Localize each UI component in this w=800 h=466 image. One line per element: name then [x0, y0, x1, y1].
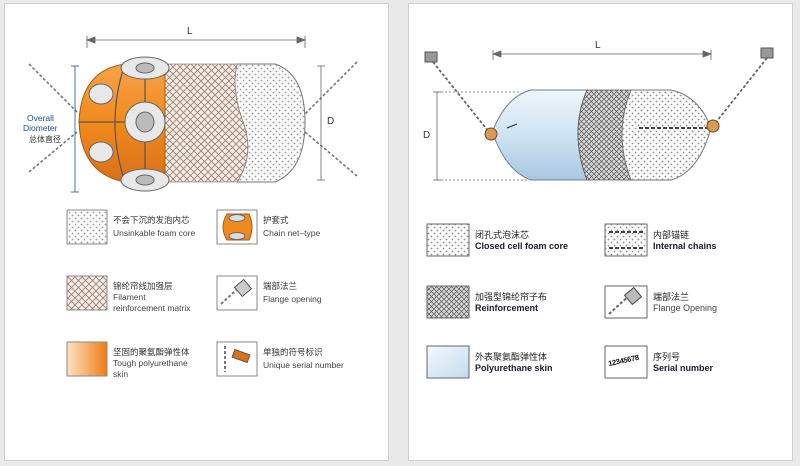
swatch-serial-number: [216, 341, 258, 377]
tyre-center: [124, 101, 166, 143]
right-fender-diagram: [424, 47, 774, 379]
overall-diameter-cn: 总体直径: [29, 135, 61, 144]
legend-closed-cell-cn: 闭孔式泡沫芯: [475, 230, 530, 240]
legend-reinforcement-en-2: reinforcement matrix: [113, 303, 191, 313]
right-left-chain: [432, 61, 490, 133]
legend-reinforcement-right-en: Reinforcement: [475, 303, 539, 313]
legend-reinforcement-en-1: Filament: [113, 292, 146, 302]
swatch-polyurethane-skin-right: [426, 345, 470, 379]
swatch-reinforcement: [66, 275, 108, 311]
right-panel: L D 12345678 闭孔式泡沫芯 Closed cell foam cor…: [408, 3, 793, 461]
overall-diameter-line: [71, 65, 79, 193]
swatch-internal-chains: [604, 223, 648, 257]
legend-skin-en-2: skin: [113, 369, 129, 379]
legend-foam-core-en: Unsinkable foam core: [113, 228, 196, 238]
legend-serial-cn: 单独的符号标识: [263, 347, 323, 357]
tyre-bottom-left: [120, 168, 170, 192]
legend-skin-en-1: Tough polyurethane: [113, 358, 188, 368]
legend-foam-core-cn: 不会下沉的发泡内芯: [113, 215, 190, 225]
swatch-polyurethane-skin: [66, 341, 108, 377]
legend-reinforcement-right-cn: 加强型锦纶帘子布: [475, 292, 548, 302]
tyre-mid-left: [88, 83, 114, 163]
left-chain-shackle: [424, 51, 438, 63]
swatch-closed-cell-foam: [426, 223, 470, 257]
diameter-label: D: [327, 116, 335, 127]
swatch-chain-net-type: [216, 209, 258, 245]
swatch-foam-core: [66, 209, 108, 245]
legend-flange-cn: 端部法兰: [263, 281, 298, 291]
legend-skin-cn: 坚固的聚氨酯弹性体: [113, 347, 190, 357]
left-chain: [28, 63, 78, 173]
legend-flange-right-en: Flange Opening: [653, 303, 718, 313]
length-label: L: [187, 26, 193, 37]
skin-section: [492, 89, 588, 181]
legend-flange-en: Flange opening: [263, 294, 322, 304]
legend-flange-right-cn: 端部法兰: [653, 292, 690, 302]
overall-diameter-en-2: Diometer: [23, 123, 58, 133]
legend-serial-en: Unique serial number: [263, 360, 344, 370]
swatch-reinforcement-right: [426, 285, 470, 319]
legend-serial-right-cn: 序列号: [653, 352, 681, 362]
left-fender-diagram: [28, 36, 358, 377]
right-chain-shackle: [760, 47, 774, 59]
legend-reinforcement-cn: 锦纶帘线加强层: [113, 281, 173, 291]
overall-diameter-en-1: Overall: [27, 113, 54, 123]
right-diameter-label: D: [423, 130, 431, 141]
legend-serial-right-en: Serial number: [653, 363, 714, 373]
legend-skin-right-cn: 外表聚氨酯弹性体: [475, 352, 548, 362]
serial-mark: [506, 123, 518, 129]
swatch-serial-number-right: [604, 345, 648, 379]
length-dimension-line: [85, 36, 307, 48]
diameter-dimension-line: [317, 65, 325, 181]
right-length-label: L: [595, 40, 601, 51]
left-flange: [484, 127, 498, 141]
right-length-dimension: [491, 50, 713, 60]
reinforcement-section: [164, 63, 249, 183]
right-diameter-dimension: [433, 91, 529, 181]
legend-internal-chains-cn: 内部锚链: [653, 230, 690, 240]
tyre-top-left: [120, 56, 170, 80]
swatch-flange-opening: [216, 275, 258, 311]
legend-skin-right-en: Polyurethane skin: [475, 363, 553, 373]
legend-chain-net-cn: 护套式: [263, 215, 289, 225]
swatch-flange-opening-right: [604, 285, 648, 319]
right-chain: [304, 61, 358, 177]
foam-core-section-right: [621, 89, 712, 181]
left-panel: L D Overall Diometer 总体直径 不会下沉的发泡内芯 Unsi…: [4, 3, 389, 461]
legend-internal-chains-en: Internal chains: [653, 241, 717, 251]
legend-chain-net-en: Chain net–type: [263, 228, 321, 238]
right-flange: [706, 119, 720, 133]
legend-closed-cell-en: Closed cell foam core: [475, 241, 569, 251]
right-right-chain: [712, 57, 768, 127]
